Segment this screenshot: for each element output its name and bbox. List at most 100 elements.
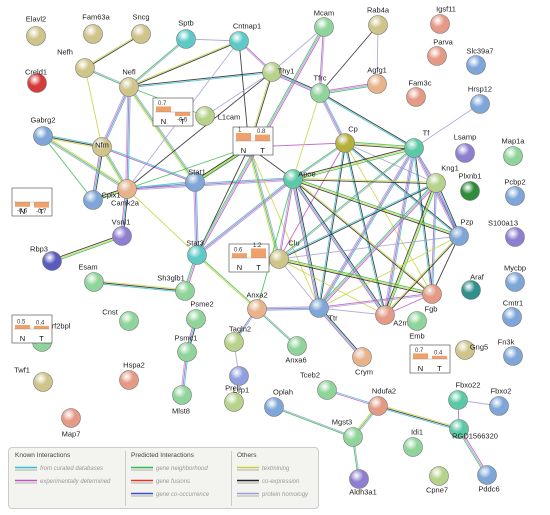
inset-value-label: 1 bbox=[238, 128, 242, 134]
node-label: Kng1 bbox=[441, 164, 459, 173]
node-Nefl[interactable]: Nefl bbox=[119, 68, 139, 97]
node-Tceb2[interactable]: Tceb2 bbox=[300, 371, 337, 400]
node-Araf[interactable]: Araf bbox=[461, 273, 485, 300]
node-Fam3c[interactable]: Fam3c bbox=[406, 79, 432, 107]
node-label: Fbxo2 bbox=[491, 387, 512, 396]
node-Idi1[interactable]: Idi1 bbox=[403, 428, 424, 457]
node-bubble bbox=[367, 74, 387, 94]
node-bubble bbox=[119, 370, 139, 390]
node-Pddc6[interactable]: Pddc6 bbox=[477, 465, 500, 494]
node-Elavl2[interactable]: Elavl2 bbox=[26, 15, 46, 46]
node-bubble bbox=[117, 179, 137, 199]
node-Map7[interactable]: Map7 bbox=[61, 408, 81, 439]
node-Gabrg2[interactable]: Gabrg2 bbox=[30, 116, 56, 146]
node-label: Emb bbox=[409, 332, 424, 341]
node-Crym[interactable]: Crym bbox=[352, 347, 373, 377]
node-Sh3glb1[interactable]: Sh3glb1 bbox=[157, 274, 195, 301]
node-Oplah[interactable]: Oplah bbox=[264, 388, 294, 417]
node-Plxnb1[interactable]: Plxnb1 bbox=[459, 172, 482, 201]
node-bubble bbox=[455, 143, 475, 163]
node-Nfm[interactable]: Nfm bbox=[92, 137, 112, 157]
node-Anxa2[interactable]: Anxa2 bbox=[246, 291, 268, 319]
node-Map1a[interactable]: Map1a bbox=[502, 137, 526, 166]
node-Twf1[interactable]: Twf1 bbox=[14, 366, 53, 392]
node-Fn3k[interactable]: Fn3k bbox=[498, 338, 523, 366]
node-L1cam[interactable]: L1cam bbox=[195, 106, 241, 126]
node-label: Fgb bbox=[425, 305, 438, 314]
node-Preb[interactable]: Preb bbox=[224, 384, 244, 412]
node-Fam63a[interactable]: Fam63a bbox=[82, 13, 111, 44]
node-label: Elavl2 bbox=[26, 15, 46, 24]
node-Rbp3[interactable]: Rbp3 bbox=[30, 245, 62, 271]
node-Igsf11[interactable]: Igsf11 bbox=[430, 5, 456, 34]
node-Fgb[interactable]: Fgb bbox=[422, 284, 442, 314]
legend-coexpression-label: co-expression bbox=[262, 479, 300, 485]
node-Thy1[interactable]: Thy1 bbox=[262, 62, 295, 82]
node-Ndufa2[interactable]: Ndufa2 bbox=[368, 387, 397, 416]
node-Anxa6[interactable]: Anxa6 bbox=[285, 336, 307, 365]
node-Hrsp12[interactable]: Hrsp12 bbox=[468, 85, 492, 114]
node-Sncg[interactable]: Sncg bbox=[131, 13, 151, 44]
node-Mgst3[interactable]: Mgst3 bbox=[332, 418, 363, 447]
node-Agfg1[interactable]: Agfg1 bbox=[367, 66, 387, 94]
node-Creld1[interactable]: Creld1 bbox=[25, 68, 47, 93]
node-RGD1566320[interactable]: RGD1566320 bbox=[449, 419, 498, 441]
node-Fbxo2[interactable]: Fbxo2 bbox=[489, 387, 512, 416]
node-Mycbp[interactable]: Mycbp bbox=[504, 264, 526, 292]
node-Kng1[interactable]: Kng1 bbox=[426, 164, 459, 193]
node-Clu[interactable]: Clu bbox=[269, 239, 300, 269]
legend-divider bbox=[125, 451, 126, 506]
node-Tf[interactable]: Tf bbox=[404, 129, 431, 158]
node-Stat3[interactable]: Stat3 bbox=[186, 239, 207, 265]
node-Vsnl1[interactable]: Vsnl1 bbox=[112, 218, 132, 246]
edge-Gfap-Clu bbox=[247, 146, 281, 260]
node-Gng5[interactable]: Gng5 bbox=[455, 340, 489, 360]
node-Cnst[interactable]: Cnst bbox=[102, 308, 139, 331]
node-Slc39a7[interactable]: Slc39a7 bbox=[466, 47, 494, 75]
node-Cntnap1[interactable]: Cntnap1 bbox=[229, 22, 262, 51]
node-Lsamp[interactable]: Lsamp bbox=[454, 133, 477, 163]
node-Mcam[interactable]: Mcam bbox=[314, 9, 334, 37]
node-Psmc1[interactable]: Psmc1 bbox=[175, 334, 198, 362]
node-Mlst8[interactable]: Mlst8 bbox=[172, 385, 192, 416]
node-Parva[interactable]: Parva bbox=[427, 38, 454, 66]
node-Cplx1[interactable]: Cplx1 bbox=[83, 190, 121, 210]
node-Tfrc[interactable]: Tfrc bbox=[310, 74, 330, 103]
node-Lcp1[interactable]: Lcp1 bbox=[229, 366, 250, 395]
node-label: Mlst8 bbox=[172, 407, 190, 416]
edge-Tfrc-Mcam bbox=[318, 26, 326, 94]
node-A2m[interactable]: A2m bbox=[375, 305, 409, 328]
node-Cpne7[interactable]: Cpne7 bbox=[426, 466, 449, 495]
node-Cp[interactable]: Cp bbox=[335, 125, 358, 153]
node-Tagln2[interactable]: Tagln2 bbox=[224, 325, 252, 352]
node-Ttr[interactable]: Ttr bbox=[309, 298, 339, 323]
node-S100a13[interactable]: S100a13 bbox=[488, 219, 525, 247]
edge-Nefl-Thy1 bbox=[128, 70, 273, 89]
node-Aldh3a1[interactable]: Aldh3a1 bbox=[349, 469, 377, 497]
node-Hspa2[interactable]: Hspa2 bbox=[119, 361, 145, 390]
node-Cmtr1[interactable]: Cmtr1 bbox=[502, 299, 524, 327]
node-Pzp[interactable]: Pzp bbox=[449, 218, 474, 246]
node-Apoe[interactable]: Apoe bbox=[283, 169, 316, 189]
node-Sptb[interactable]: Sptb bbox=[176, 19, 196, 49]
node-Psme2[interactable]: Psme2 bbox=[186, 300, 214, 329]
node-Rab4a[interactable]: Rab4a bbox=[367, 6, 390, 35]
node-Camk2a[interactable]: Camk2a bbox=[111, 179, 140, 208]
node-Esam[interactable]: Esam bbox=[78, 263, 104, 292]
edge-Nefh-Sncg bbox=[84, 33, 142, 69]
node-label: Cp bbox=[348, 125, 358, 134]
node-Stat1[interactable]: Stat1 bbox=[185, 168, 206, 192]
node-Emb[interactable]: Emb bbox=[407, 311, 427, 341]
node-label: A2m bbox=[393, 319, 408, 328]
node-bubble bbox=[112, 226, 132, 246]
edge-Apoe-Fgb bbox=[292, 178, 433, 295]
node-bubble bbox=[429, 466, 449, 486]
node-Fbxo22[interactable]: Fbxo22 bbox=[448, 381, 481, 410]
node-label: Hrsp12 bbox=[468, 85, 492, 94]
node-bubble bbox=[119, 311, 139, 331]
node-Pcbp2[interactable]: Pcbp2 bbox=[504, 178, 526, 206]
node-bubble bbox=[489, 396, 509, 416]
node-Nefh[interactable]: Nefh bbox=[57, 48, 95, 78]
node-label: Pddc6 bbox=[478, 485, 499, 494]
edge-Clu-Pzp bbox=[278, 235, 460, 260]
